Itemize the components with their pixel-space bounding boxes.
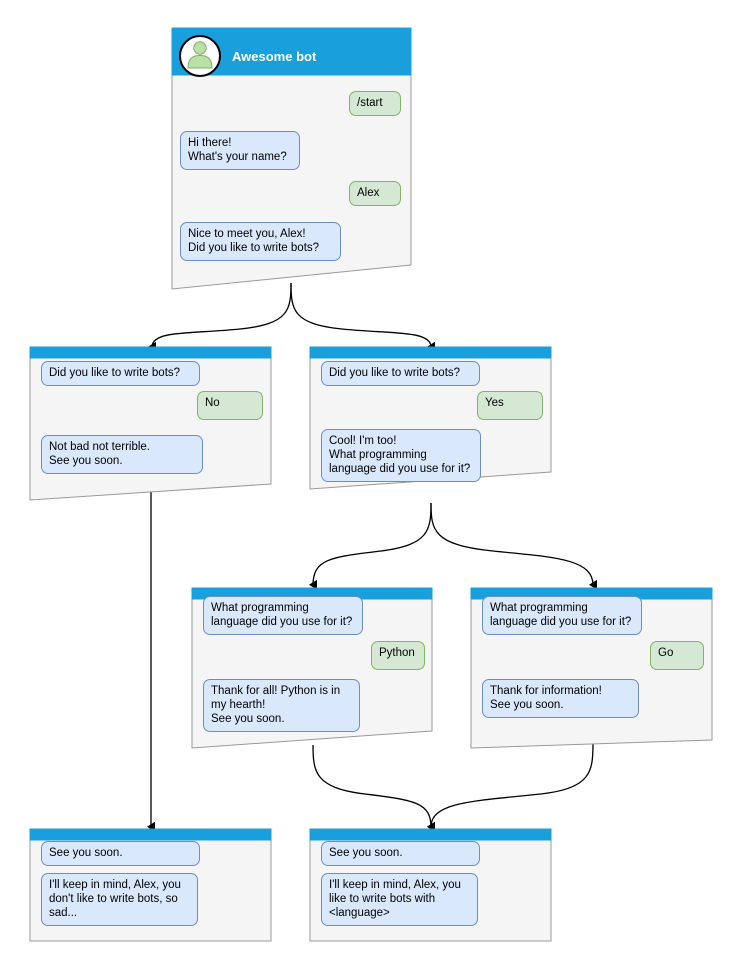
- message-bubble-user[interactable]: /start: [349, 91, 401, 116]
- message-bubble-bot[interactable]: I'll keep in mind, Alex, you don't like …: [41, 873, 198, 926]
- message-bubble-bot[interactable]: What programming language did you use fo…: [482, 596, 642, 635]
- message-bubble-user[interactable]: Alex: [349, 181, 401, 206]
- message-bubble-bot[interactable]: Not bad not terrible. See you soon.: [41, 435, 203, 474]
- message-bubble-bot[interactable]: Thank for information! See you soon.: [482, 679, 639, 718]
- edge-answer-yes-to-lang-go: [430, 502, 598, 590]
- edge-lang-go-to-end-happy: [427, 742, 594, 832]
- message-bubble-bot[interactable]: What programming language did you use fo…: [203, 596, 363, 635]
- message-bubble-bot[interactable]: Did you like to write bots?: [41, 361, 200, 386]
- message-bubble-user[interactable]: Yes: [477, 391, 543, 420]
- edge-lang-python-to-end-happy: [312, 744, 436, 832]
- message-bubble-bot[interactable]: Thank for all! Python is in my hearth! S…: [203, 679, 360, 732]
- edge-start-to-answer-yes: [290, 282, 436, 352]
- message-bubble-bot[interactable]: Cool! I'm too! What programming language…: [321, 429, 481, 482]
- message-bubble-bot[interactable]: Nice to meet you, Alex! Did you like to …: [180, 222, 341, 261]
- message-bubble-user[interactable]: No: [197, 391, 263, 420]
- person-avatar-icon: [179, 35, 221, 77]
- message-bubble-bot[interactable]: See you soon.: [321, 841, 480, 866]
- edge-answer-yes-to-lang-python: [309, 502, 432, 590]
- message-bubble-bot[interactable]: See you soon.: [41, 841, 200, 866]
- message-bubble-bot[interactable]: Did you like to write bots?: [321, 361, 480, 386]
- message-bubble-bot[interactable]: I'll keep in mind, Alex, you like to wri…: [321, 873, 478, 926]
- message-bubble-user[interactable]: Python: [371, 641, 425, 670]
- edge-start-to-answer-no: [148, 282, 292, 352]
- start-node-title: Awesome bot: [232, 49, 317, 64]
- message-bubble-user[interactable]: Go: [650, 641, 704, 670]
- message-bubble-bot[interactable]: Hi there! What's your name?: [180, 131, 300, 170]
